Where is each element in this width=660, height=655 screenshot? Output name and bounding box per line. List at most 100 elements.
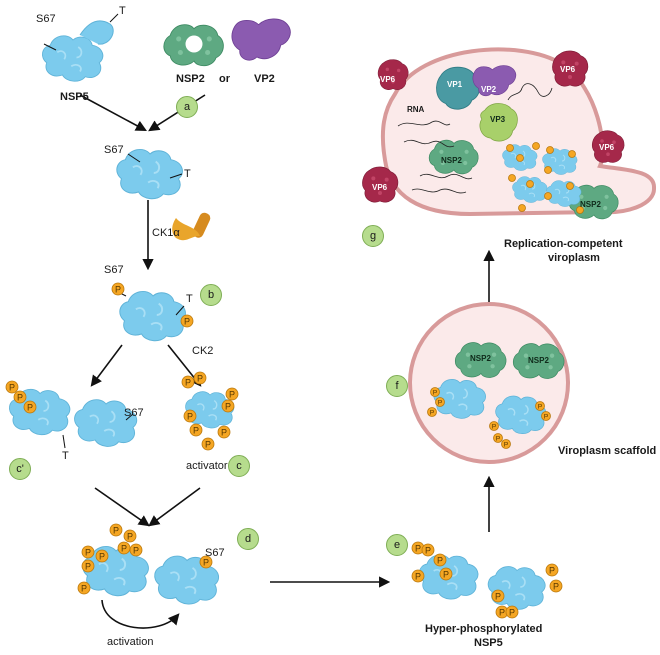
phosphate-label: P [27, 402, 33, 412]
step-d-badge: d [237, 528, 259, 550]
label-vp6: VP6 [372, 183, 388, 192]
phosphate-label: P [443, 569, 449, 579]
phosphate-icon [5, 380, 19, 394]
label-viroplasm-scaffold: Viroplasm scaffold [558, 445, 657, 457]
phosphate-icon [225, 387, 239, 401]
rna-strands [397, 83, 553, 194]
phosphate-icon [430, 387, 440, 397]
phosphate-icon [123, 529, 137, 543]
phosphate-label: P [133, 545, 139, 555]
phosphate-label: P [81, 583, 87, 593]
label-vp1: VP1 [447, 80, 463, 89]
phosphate-label: P [221, 427, 227, 437]
phosphate-icon [439, 567, 453, 581]
phosphate-icon [516, 154, 524, 162]
phosphate-icon [421, 543, 435, 557]
phosphate-icon [526, 180, 534, 188]
label-s67: S67 [104, 144, 124, 156]
label-t: T [119, 5, 126, 17]
label-s67: S67 [124, 407, 144, 419]
ck1a-kinase [172, 212, 211, 241]
phosphate-icon [506, 144, 514, 152]
step-g-badge: g [362, 225, 384, 247]
label-vp3: VP3 [490, 115, 506, 124]
phosphate-icon [535, 401, 545, 411]
step-c-badge: c [228, 455, 250, 477]
phosphate-icon [435, 397, 445, 407]
label-or: or [219, 73, 230, 85]
phosphate-icon [201, 437, 215, 451]
label-nsp5: NSP5 [60, 91, 89, 103]
phosphate-label: P [430, 409, 435, 416]
phosphate-icon [81, 545, 95, 559]
phosphate-label: P [127, 531, 133, 541]
phosphate-label: P [185, 377, 191, 387]
phosphate-icon [217, 425, 231, 439]
label-nsp2: NSP2 [470, 354, 491, 363]
phosphate-icon [109, 523, 123, 537]
phosphate-icon [81, 559, 95, 573]
phosphate-label: P [425, 545, 431, 555]
phosphate-label: P [433, 389, 438, 396]
phosphate-label: P [496, 435, 501, 442]
label-vp2: VP2 [481, 85, 497, 94]
phosphate-icon [181, 375, 195, 389]
phosphate-icon [193, 371, 207, 385]
phosphate-label: P [187, 411, 193, 421]
phosphate-icon [508, 174, 516, 182]
label-ck1a: CK1α [152, 227, 180, 239]
label-activator: activator [186, 460, 228, 472]
phosphate-label: P [415, 571, 421, 581]
phosphate-icon [546, 146, 554, 154]
phosphate-icon [489, 421, 499, 431]
phosphate-label: P [495, 591, 501, 601]
phosphate-label: P [203, 557, 209, 567]
phosphate-icon [505, 605, 519, 619]
label-nsp2: NSP2 [528, 356, 549, 365]
phosphate-icon [541, 411, 551, 421]
phosphate-label: P [99, 551, 105, 561]
phosphate-label: P [504, 441, 509, 448]
phosphate-icon [568, 150, 576, 158]
phosphate-label: P [205, 439, 211, 449]
phosphate-icon [111, 282, 125, 296]
phosphate-icon [544, 192, 552, 200]
label-nsp2: NSP2 [441, 156, 462, 165]
label-nsp2: NSP2 [580, 200, 601, 209]
phosphate-icon [199, 555, 213, 569]
phosphate-label: P [549, 565, 555, 575]
phosphate-icon [23, 400, 37, 414]
phosphate-icon [189, 423, 203, 437]
phosphate-label: P [115, 284, 121, 294]
phosphate-label: P [85, 561, 91, 571]
label-t: T [62, 450, 69, 462]
phosphate-label: P [437, 555, 443, 565]
phosphate-label: P [9, 382, 15, 392]
phosphate-label: P [197, 373, 203, 383]
label-vp6: VP6 [599, 143, 615, 152]
phosphate-label: P [492, 423, 497, 430]
phosphate-icon [493, 433, 503, 443]
phosphate-icon [549, 579, 563, 593]
label-replication-competent: Replication-competent [504, 238, 623, 250]
label-t: T [186, 293, 193, 305]
label-s67: S67 [205, 547, 225, 559]
phosphate-icon [411, 569, 425, 583]
phosphate-icon [13, 390, 27, 404]
phosphate-label: P [193, 425, 199, 435]
phosphate-icon [532, 142, 540, 150]
label-ck2: CK2 [192, 345, 214, 357]
label-t: T [184, 168, 191, 180]
phosphate-icon [491, 589, 505, 603]
label-vp6: VP6 [560, 65, 576, 74]
phosphate-icon [544, 166, 552, 174]
step-e-badge: e [386, 534, 408, 556]
label-vp2: VP2 [254, 73, 275, 85]
label-viroplasm: viroplasm [548, 252, 600, 264]
step-a-badge: a [176, 96, 198, 118]
phosphate-label: P [229, 389, 235, 399]
phosphate-label: P [538, 403, 543, 410]
step-c-prime-badge: c' [9, 458, 31, 480]
